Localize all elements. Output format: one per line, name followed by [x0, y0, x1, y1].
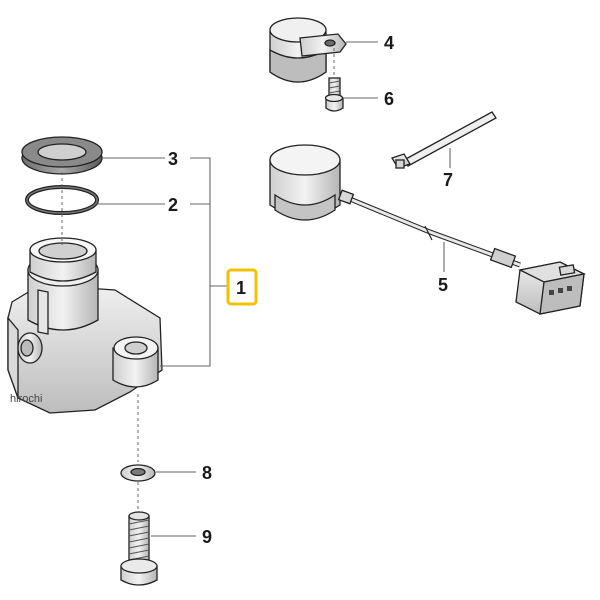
callout-7[interactable]: 7	[443, 170, 453, 190]
cable-tie	[391, 111, 497, 169]
sensor-cable	[337, 189, 521, 269]
callout-9[interactable]: 9	[202, 527, 212, 547]
callout-4[interactable]: 4	[384, 33, 394, 53]
callout-8[interactable]: 8	[202, 463, 212, 483]
callout-3[interactable]: 3	[168, 149, 178, 169]
bolt	[120, 511, 158, 586]
washer	[120, 464, 156, 482]
callout-5[interactable]: 5	[438, 275, 448, 295]
small-screw	[324, 48, 344, 112]
reservoir-housing	[7, 237, 163, 414]
callout-labels: 3 2 1 4 6 7 5 8 9	[168, 33, 453, 547]
watermark-text: hirochi	[10, 393, 42, 405]
cap-ring	[21, 136, 103, 175]
leader-lines	[97, 41, 451, 537]
level-sensor	[269, 144, 341, 221]
sensor-cover	[269, 17, 347, 83]
connector-plug	[515, 261, 586, 315]
callout-1-highlight	[226, 268, 258, 306]
callout-2[interactable]: 2	[168, 195, 178, 215]
callout-6[interactable]: 6	[384, 89, 394, 109]
callout-1[interactable]: 1	[236, 278, 246, 298]
